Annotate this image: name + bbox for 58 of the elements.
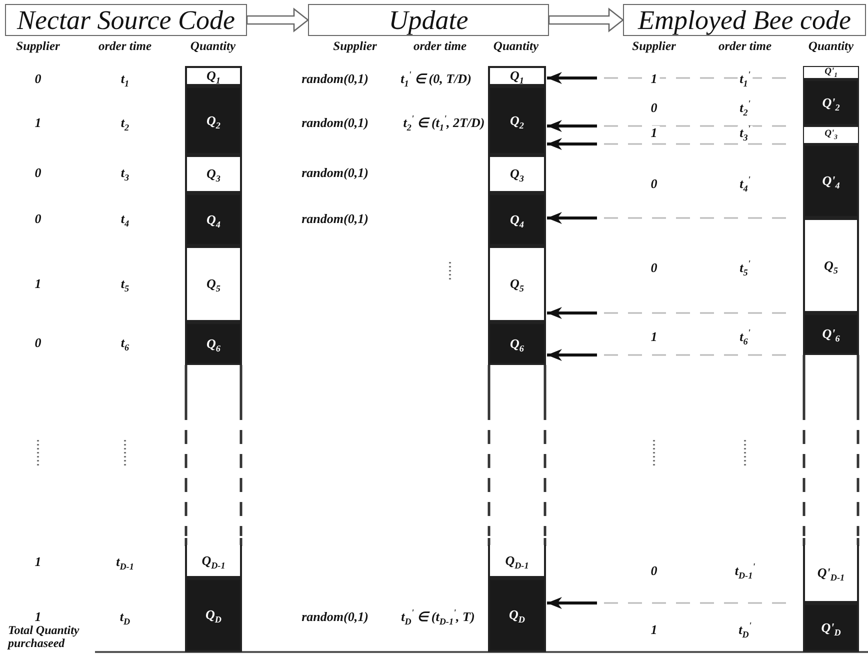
quantity-cell: Q$_{3}$ <box>488 155 546 193</box>
row-value: 0 <box>32 166 44 180</box>
row-value: 0 <box>648 564 660 578</box>
column-header: Supplier <box>331 40 379 54</box>
arrow <box>547 597 597 609</box>
quantity-cell: Q$_{4}$ <box>185 193 242 246</box>
column-header: Supplier <box>14 40 62 54</box>
column-header: Quantity <box>806 40 856 54</box>
quantity-cell: Q$_{4}$ <box>488 193 546 246</box>
stage-title-box: Employed Bee code <box>623 4 866 36</box>
row-value: 0 <box>32 212 44 226</box>
quantity-cell: Q$_{1}$ <box>185 66 242 86</box>
quantity-cell: Q'$_{6}$ <box>803 313 859 355</box>
quantity-cell: Q$_{D}$ <box>185 578 242 652</box>
hollow-arrow <box>246 8 310 32</box>
quantity-cell: Q'$_{4}$ <box>803 144 859 218</box>
quantity-cell: Q$_{2}$ <box>185 86 242 155</box>
row-value: 0 <box>648 100 660 116</box>
row-value: random(0,1) <box>300 166 370 180</box>
arrow <box>547 120 597 132</box>
row-value: t$_{D}$$^{'}$ ∈ (t$_{D-1}$$^{'}$, T) <box>399 610 477 624</box>
arrow <box>547 72 597 84</box>
hollow-arrow <box>548 8 624 32</box>
column-header: Supplier <box>630 40 678 54</box>
quantity-cell: Q$_{3}$ <box>185 155 242 193</box>
quantity-cell: Q$_{2}$ <box>488 86 546 155</box>
row-value: random(0,1) <box>300 610 370 624</box>
row-value: 0 <box>32 72 44 86</box>
quantity-cell: Q'$_{D}$ <box>803 603 859 652</box>
arrow <box>547 138 597 150</box>
row-value: 0 <box>32 336 44 350</box>
arrow <box>547 349 597 361</box>
quantity-cell: Q'$_{D-1}$ <box>803 545 859 603</box>
arrow <box>547 212 597 224</box>
stage-title-box: Nectar Source Code <box>5 4 247 36</box>
quantity-cell: Q$_{1}$ <box>488 66 546 86</box>
row-value: t$_{2}$$^{'}$ ∈ (t$_{1}$$^{'}$, 2T/D) <box>401 116 487 130</box>
stage-title-box: Update <box>308 4 549 36</box>
row-value: random(0,1) <box>300 212 370 226</box>
row-value: 0 <box>648 176 660 192</box>
quantity-cell: Q'$_{1}$ <box>803 66 859 79</box>
quantity-cell: Q'$_{2}$ <box>803 79 859 126</box>
row-value: random(0,1) <box>300 72 370 86</box>
row-value: random(0,1) <box>300 116 370 130</box>
quantity-cell: Q'$_{3}$ <box>803 126 859 144</box>
quantity-cell: Q$_{6}$ <box>488 322 546 365</box>
row-value: t$_{1}$$^{'}$ ∈ (0, T/D) <box>398 72 474 86</box>
arrow <box>547 307 597 319</box>
quantity-cell: Q$_{D}$ <box>488 578 546 652</box>
quantity-cell: Q$_{5}$ <box>488 246 546 322</box>
row-value: 0 <box>648 260 660 276</box>
quantity-cell: Q$_{5}$ <box>803 218 859 313</box>
quantity-cell: Q$_{D-1}$ <box>488 545 546 578</box>
quantity-cell: Q$_{5}$ <box>185 246 242 322</box>
quantity-cell: Q$_{D-1}$ <box>185 545 242 578</box>
quantity-cell: Q$_{6}$ <box>185 322 242 365</box>
column-header: Quantity <box>491 40 541 54</box>
column-header: Quantity <box>188 40 238 54</box>
